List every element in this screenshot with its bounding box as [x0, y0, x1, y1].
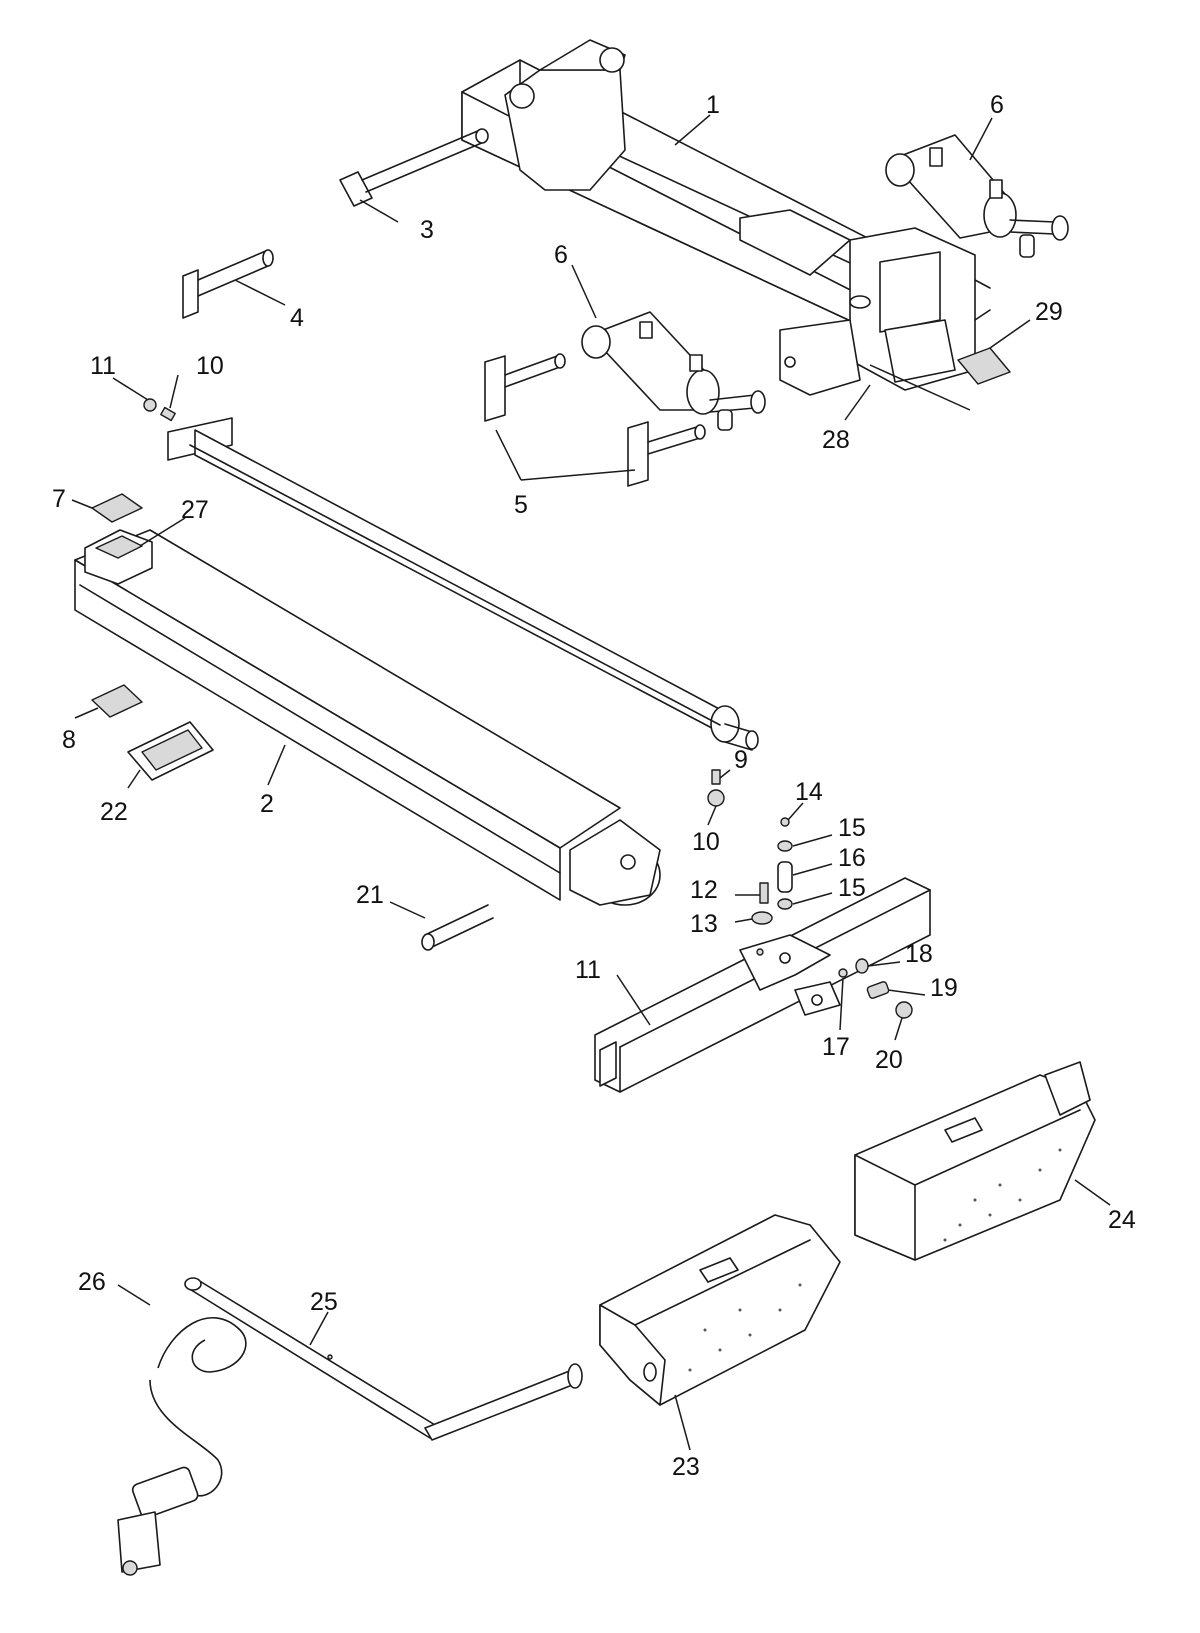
callout-10-upper: 10 — [196, 352, 224, 380]
callout-23: 23 — [672, 1453, 700, 1481]
part-10-bolt-upper — [160, 406, 176, 422]
callout-21: 21 — [356, 881, 384, 909]
ram-tube — [167, 417, 759, 751]
callout-16: 16 — [838, 844, 866, 872]
part-17-pin — [838, 968, 848, 978]
callout-27: 27 — [181, 496, 209, 524]
callout-3: 3 — [420, 216, 434, 244]
callout-17: 17 — [822, 1033, 850, 1061]
part-14-screw — [780, 817, 790, 827]
part-22-label-plate — [127, 721, 214, 781]
part-18-washer — [855, 958, 869, 974]
part-27-pad-holder — [84, 529, 153, 585]
callout-11-lower: 11 — [575, 956, 601, 984]
part-9-bolt — [711, 769, 721, 785]
part-26-ratchet-strap — [117, 1317, 247, 1576]
part-6-hydraulic-cylinder-upper — [885, 134, 1069, 258]
callout-2: 2 — [260, 790, 274, 818]
callout-7: 7 — [52, 485, 66, 513]
callout-24: 24 — [1108, 1206, 1136, 1234]
leader-lines — [71, 114, 1111, 1451]
part-15-washer-lower — [777, 898, 793, 910]
callout-28: 28 — [822, 426, 850, 454]
part-16-spacer — [777, 861, 793, 893]
part-12-bolt — [759, 882, 769, 904]
part-2-arm — [74, 529, 661, 906]
callout-8: 8 — [62, 726, 76, 754]
part-21-pin — [421, 904, 494, 951]
part-11-nut-upper — [143, 398, 157, 412]
callout-6-lower: 6 — [554, 241, 568, 269]
callout-19: 19 — [930, 974, 958, 1002]
part-20-knob — [895, 1001, 913, 1019]
callout-26: 26 — [78, 1268, 106, 1296]
callout-13: 13 — [690, 910, 718, 938]
callout-5: 5 — [514, 491, 528, 519]
callout-10-lower: 10 — [692, 828, 720, 856]
part-25-handle — [184, 1277, 583, 1441]
part-15-washer-upper — [777, 840, 793, 852]
part-10-nut-lower — [707, 789, 725, 807]
part-13-washer — [751, 911, 773, 925]
part-19-spring — [866, 981, 890, 999]
callout-25: 25 — [310, 1288, 338, 1316]
part-1-main-frame — [461, 39, 991, 396]
part-7-pad — [91, 493, 143, 523]
callout-4: 4 — [290, 304, 304, 332]
callout-labels: 1 6 6 3 4 5 29 28 11 10 7 27 8 22 2 21 9… — [52, 91, 1136, 1481]
callout-15-lower: 15 — [838, 874, 866, 902]
part-8-pad — [91, 684, 143, 718]
part-4-pin-with-tab — [182, 249, 274, 319]
callout-29: 29 — [1035, 298, 1063, 326]
part-11-cross-bar — [594, 877, 931, 1093]
part-23-roller-pad — [599, 1214, 841, 1406]
callout-18: 18 — [905, 940, 933, 968]
callout-15-upper: 15 — [838, 814, 866, 842]
callout-9: 9 — [734, 746, 748, 774]
callout-11-upper: 11 — [90, 352, 116, 380]
part-29-plate — [957, 347, 1011, 385]
callout-6-upper: 6 — [990, 91, 1004, 119]
callout-1: 1 — [706, 91, 720, 119]
callout-20: 20 — [875, 1046, 903, 1074]
part-24-roller-pad — [854, 1061, 1096, 1261]
callout-12: 12 — [690, 876, 718, 904]
callout-22: 22 — [100, 798, 128, 826]
part-6-hydraulic-cylinder-lower — [581, 311, 766, 431]
callout-14: 14 — [795, 778, 823, 806]
part-3-pin-with-tab — [339, 128, 489, 207]
